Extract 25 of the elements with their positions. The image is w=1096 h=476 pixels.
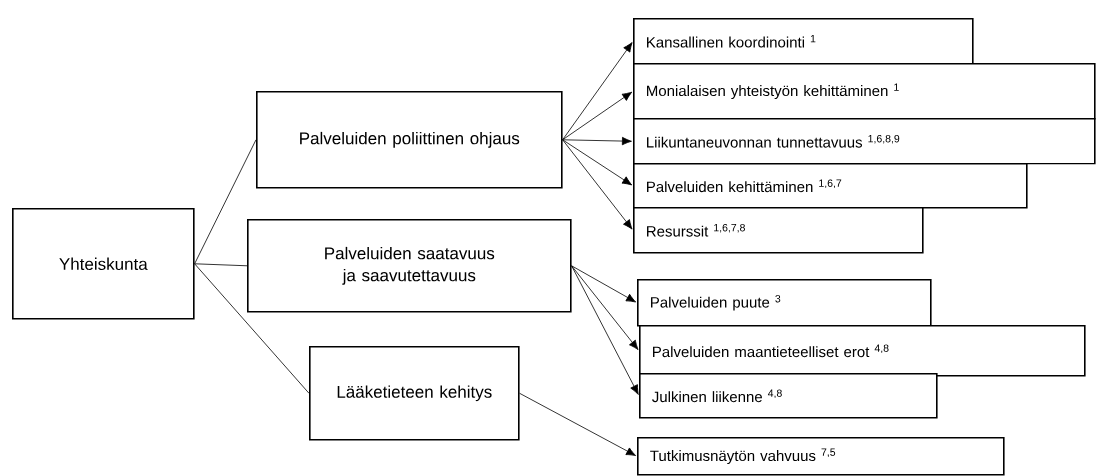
factor-box: Liikuntaneuvonnan tunnettavuus $^{1,6,8,9}$ xyxy=(633,118,1096,165)
connector-line xyxy=(194,263,248,267)
factor-box: Tutkimusnäytön vahvuus $^{7,5}$ xyxy=(637,437,1005,476)
category-box: Palveluiden poliittinen ohjaus xyxy=(256,91,563,189)
arrow xyxy=(562,91,633,141)
arrow xyxy=(562,139,633,186)
arrow xyxy=(562,136,632,146)
factor-box: Monialaisen yhteistyön kehittäminen $^{1}$ xyxy=(633,63,1096,120)
arrow xyxy=(562,139,633,230)
category-box: Yhteiskunta xyxy=(12,208,195,320)
connector-line xyxy=(194,139,257,265)
factor-box: Palveluiden puute $^{3}$ xyxy=(637,279,932,327)
factor-box: Julkinen liikenne $^{4,8}$ xyxy=(639,373,938,419)
arrow xyxy=(571,265,639,350)
factor-box: Palveluiden kehittäminen $^{1,6,7}$ xyxy=(633,163,1028,209)
arrow xyxy=(519,392,637,456)
connector-line xyxy=(194,263,310,394)
category-box: Lääketieteen kehitys xyxy=(309,346,520,441)
factor-box: Palveluiden maantieteelliset erot $^{4,8}$ xyxy=(639,325,1086,377)
factor-box: Kansallinen koordinointi $^{1}$ xyxy=(633,18,974,65)
arrow xyxy=(562,42,633,141)
category-box: Palveluiden saatavuus ja saavutettavuus xyxy=(247,219,572,313)
arrow xyxy=(571,265,637,303)
factor-box: Resurssit $^{1,6,7,8}$ xyxy=(633,207,924,254)
arrow xyxy=(571,265,639,395)
